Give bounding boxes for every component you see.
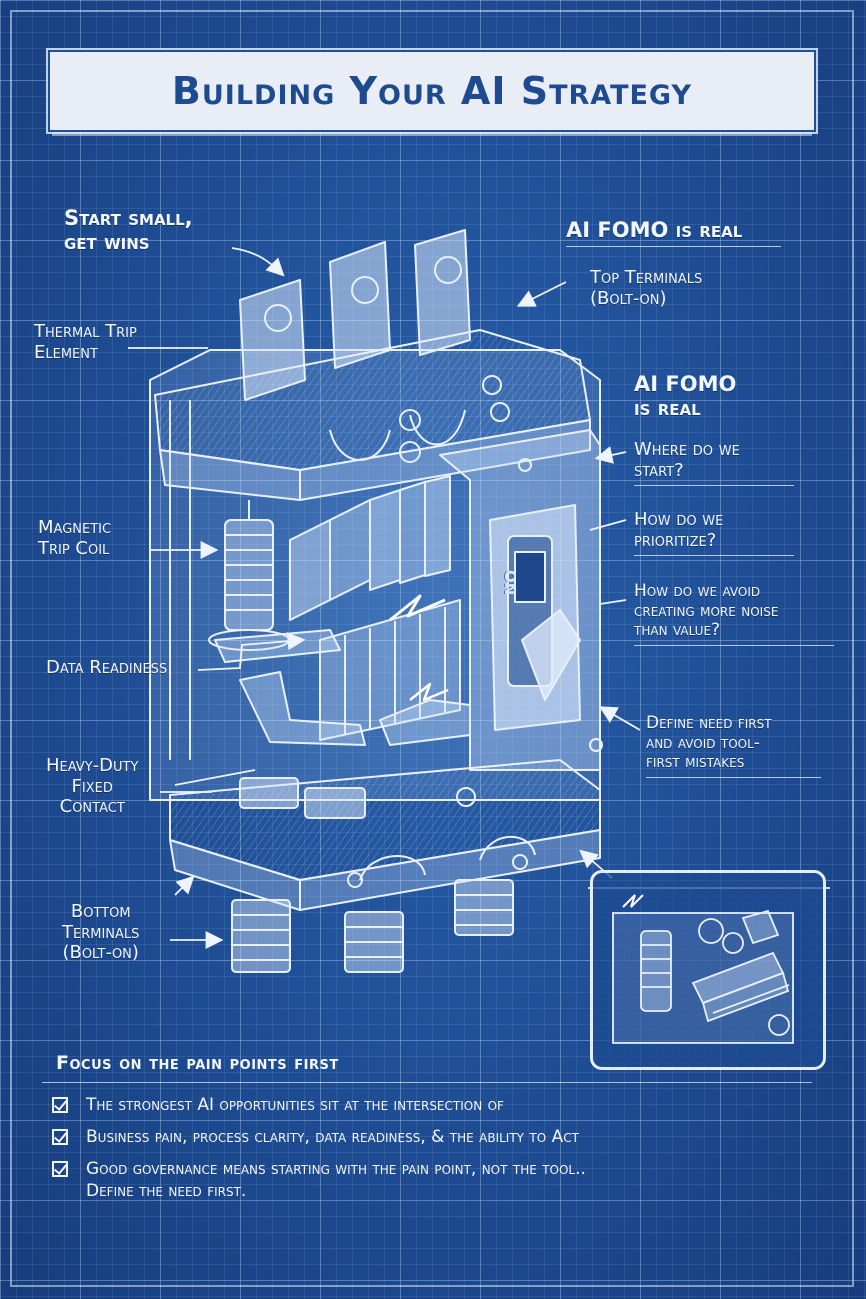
thermal-line1: Thermal Trip — [34, 321, 137, 342]
heavy-line1: Heavy-Duty — [46, 755, 139, 776]
page-title: Building Your AI Strategy — [171, 69, 693, 113]
label-start-small: Start small, get wins — [64, 206, 193, 254]
focus-item-text: Business pain, process clarity, data rea… — [86, 1127, 579, 1148]
avoid-line1: How do we avoid — [634, 581, 761, 601]
top-terminals-line1: Top Terminals — [590, 267, 703, 288]
focus-item-text: Good governance means starting with the … — [86, 1159, 586, 1180]
bottom-line3: (Bolt-on) — [62, 942, 139, 964]
focus-item-text-cont: Define the need first. — [86, 1181, 247, 1202]
blueprint-frame — [10, 10, 854, 1287]
label-avoid-noise: How do we avoid creating more noise than… — [634, 581, 834, 646]
define-line2: and avoid tool- — [646, 732, 760, 753]
title-banner: Building Your AI Strategy — [50, 52, 814, 130]
label-bottom-terminals: Bottom Terminals (Bolt-on) — [62, 901, 140, 964]
arc-chute — [289, 475, 461, 741]
checkbox-icon — [52, 1097, 68, 1113]
thermal-line2: Element — [34, 341, 98, 363]
focus-item: Good governance means starting with the … — [52, 1158, 822, 1202]
focus-item: Business pain, process clarity, data rea… — [52, 1126, 822, 1148]
start-small-line1: Start small, — [64, 206, 193, 230]
prioritize-line2: prioritize? — [634, 529, 717, 551]
start-small-line2: get wins — [64, 230, 150, 255]
fomo-side-line1: AI FOMO — [634, 372, 737, 396]
focus-item-text: The strongest AI opportunities sit at th… — [86, 1095, 504, 1115]
inset-mechanism-drawing — [612, 894, 794, 1044]
focus-list: The strongest AI opportunities sit at th… — [52, 1094, 822, 1212]
label-heavy-duty-contact: Heavy-Duty Fixed Contact — [46, 755, 139, 818]
define-line3: first mistakes — [646, 752, 745, 773]
label-fomo-side: AI FOMO is real — [634, 372, 736, 420]
magnetic-coil — [208, 500, 290, 651]
avoid-line3: than value? — [634, 620, 721, 641]
fomo-side-line2: is real — [634, 396, 701, 421]
label-top-terminals: Top Terminals (Bolt-on) — [590, 267, 703, 309]
switch-on-label: ON — [501, 570, 519, 596]
detail-inset — [590, 870, 826, 1070]
where-line1: Where do we — [634, 439, 740, 460]
where-line2: start? — [634, 459, 684, 481]
bottom-line2: Terminals — [62, 921, 140, 943]
label-data-readiness: Data Readiness — [46, 657, 168, 678]
define-line1: Define need first — [646, 713, 772, 733]
magnetic-line1: Magnetic — [38, 517, 112, 538]
avoid-line2: creating more noise — [634, 600, 779, 621]
label-prioritize: How do we prioritize? — [634, 509, 794, 557]
focus-title: Focus on the pain points first — [56, 1052, 339, 1074]
checkbox-icon — [52, 1129, 68, 1146]
heavy-line2: Fixed — [71, 775, 113, 797]
heavy-line3: Contact — [59, 796, 125, 818]
label-fomo-top: AI FOMO is real — [566, 218, 781, 248]
top-terminals-line2: (Bolt-on) — [590, 287, 667, 309]
label-where-start: Where do we start? — [634, 439, 794, 487]
label-thermal-trip: Thermal Trip Element — [34, 321, 137, 363]
prioritize-line1: How do we — [634, 509, 724, 530]
bottom-terminals — [231, 879, 514, 973]
label-magnetic-coil: Magnetic Trip Coil — [38, 517, 112, 559]
label-define-need: Define need first and avoid tool- first … — [646, 713, 821, 778]
focus-item: The strongest AI opportunities sit at th… — [52, 1094, 822, 1116]
checkbox-icon — [52, 1161, 68, 1178]
focus-divider — [42, 1082, 812, 1083]
bottom-line1: Bottom — [70, 901, 131, 922]
magnetic-line2: Trip Coil — [38, 537, 110, 559]
